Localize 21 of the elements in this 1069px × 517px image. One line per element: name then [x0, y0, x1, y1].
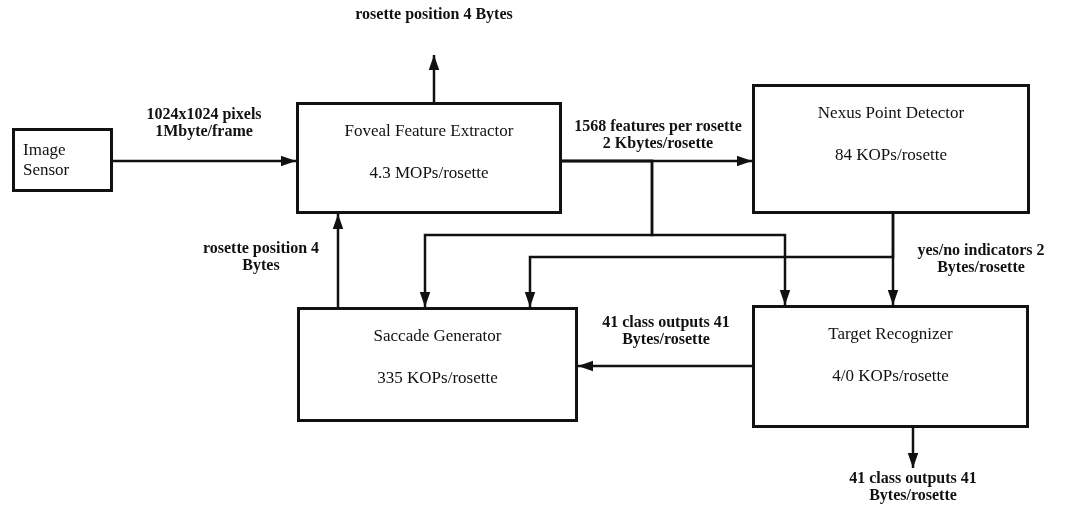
- process-box: [12, 128, 113, 192]
- arrow: [907, 428, 919, 468]
- arrow: [428, 55, 440, 102]
- block-title: Image Sensor: [23, 140, 71, 180]
- block-title: Nexus Point Detector: [817, 103, 965, 123]
- block-rate: 4.3 MOPs/rosette: [369, 162, 489, 183]
- process-box: [752, 84, 1030, 214]
- process-box: [297, 307, 578, 422]
- block-title: Foveal Feature Extractor: [344, 121, 514, 141]
- block-rate: 4/0 KOPs/rosette: [832, 365, 949, 386]
- block-title: Target Recognizer: [828, 324, 953, 344]
- process-box: [296, 102, 562, 214]
- block-title: Saccade Generator: [373, 326, 502, 346]
- arrow: [578, 360, 752, 372]
- block-rate: 84 KOPs/rosette: [835, 144, 947, 165]
- process-box: [752, 305, 1029, 428]
- arrow: [332, 214, 344, 307]
- arrow: [113, 155, 296, 167]
- arrow: [524, 214, 895, 307]
- block-rate: 335 KOPs/rosette: [377, 367, 498, 388]
- arrow: [562, 159, 791, 305]
